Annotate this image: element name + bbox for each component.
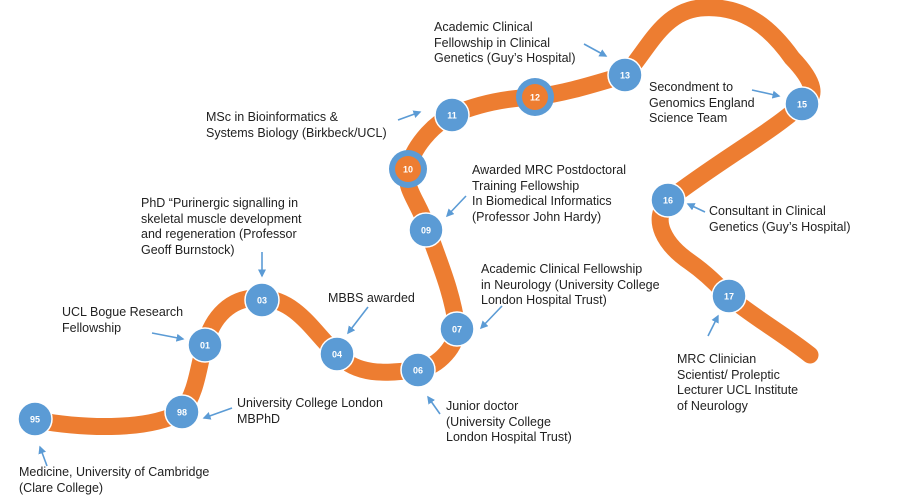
milestone-label-16: 16 [663, 196, 673, 206]
milestone-node-16: 16 [650, 182, 686, 218]
caption-17: MRC Clinician Scientist/ Proleptic Lectu… [677, 352, 799, 413]
milestone-circle-03 [244, 282, 280, 318]
milestone-label-07: 07 [452, 325, 462, 335]
milestone-node-03: 03 [244, 282, 280, 318]
milestone-label-13: 13 [620, 71, 630, 81]
caption-13: Academic Clinical Fellowship in Clinical… [434, 20, 576, 65]
milestone-node-13: 13 [607, 57, 643, 93]
caption-15: Secondment to Genomics England Science T… [649, 80, 755, 125]
arrows-layer [38, 43, 781, 467]
arrow-98 [202, 407, 233, 420]
caption-01: UCL Bogue Research Fellowship [62, 305, 184, 335]
caption-16: Consultant in Clinical Genetics (Guy’s H… [709, 204, 851, 234]
milestone-node-11: 11 [434, 97, 470, 133]
caption-07: Academic Clinical Fellowship in Neurolog… [481, 262, 660, 307]
caption-98: University College London MBPhD [237, 396, 383, 426]
arrow-11 [397, 110, 422, 121]
caption-04: MBBS awarded [328, 291, 415, 305]
milestone-node-09: 09 [408, 212, 444, 248]
milestone-node-10: 10 [389, 150, 427, 188]
milestone-circle-10 [395, 156, 421, 182]
caption-03: PhD “Purinergic signalling in skeletal m… [141, 196, 302, 257]
arrow-16 [686, 203, 706, 213]
milestone-circle-04 [319, 336, 355, 372]
milestone-circle-95 [17, 401, 53, 437]
arrow-13 [583, 43, 608, 57]
milestone-node-98: 98 [164, 394, 200, 430]
milestone-circle-15 [784, 86, 820, 122]
arrow-15 [751, 89, 781, 99]
milestone-label-15: 15 [797, 100, 807, 110]
arrow-95 [38, 445, 48, 467]
arrow-04 [347, 306, 369, 335]
arrow-07 [479, 305, 503, 330]
milestone-label-98: 98 [177, 408, 187, 418]
milestone-label-01: 01 [200, 341, 210, 351]
milestone-label-10: 10 [403, 165, 413, 175]
milestone-node-17: 17 [711, 278, 747, 314]
milestone-node-07: 07 [439, 311, 475, 347]
milestone-circle-12 [522, 84, 548, 110]
milestone-circle-13 [607, 57, 643, 93]
caption-09: Awarded MRC Postdoctoral Training Fellow… [472, 163, 627, 224]
milestone-node-06: 06 [400, 352, 436, 388]
milestone-node-01: 01 [187, 327, 223, 363]
milestone-label-03: 03 [257, 296, 267, 306]
milestone-label-09: 09 [421, 226, 431, 236]
milestone-circle-16 [650, 182, 686, 218]
milestone-label-95: 95 [30, 415, 40, 425]
milestone-node-15: 15 [784, 86, 820, 122]
arrow-09 [445, 195, 467, 218]
arrow-01 [151, 332, 185, 342]
arrow-06 [427, 395, 441, 415]
milestone-node-12: 12 [516, 78, 554, 116]
milestone-label-04: 04 [332, 350, 342, 360]
milestone-label-12: 12 [530, 93, 540, 103]
milestone-node-95: 95 [17, 401, 53, 437]
milestone-circle-01 [187, 327, 223, 363]
caption-06: Junior doctor (University College London… [446, 399, 572, 444]
caption-11: MSc in Bioinformatics & Systems Biology … [206, 110, 387, 140]
milestone-nodes: 95 98 01 03 04 06 07 09 10 11 12 13 15 16 17 [17, 57, 820, 437]
milestone-label-06: 06 [413, 366, 423, 376]
milestone-circle-09 [408, 212, 444, 248]
milestone-label-17: 17 [724, 292, 734, 302]
milestone-circle-17 [711, 278, 747, 314]
milestone-circle-98 [164, 394, 200, 430]
arrow-17 [707, 314, 719, 337]
milestone-circle-07 [439, 311, 475, 347]
milestone-node-04: 04 [319, 336, 355, 372]
milestone-circle-11 [434, 97, 470, 133]
caption-95: Medicine, University of Cambridge (Clare… [19, 465, 210, 495]
milestone-circle-06 [400, 352, 436, 388]
milestone-label-11: 11 [447, 111, 457, 121]
